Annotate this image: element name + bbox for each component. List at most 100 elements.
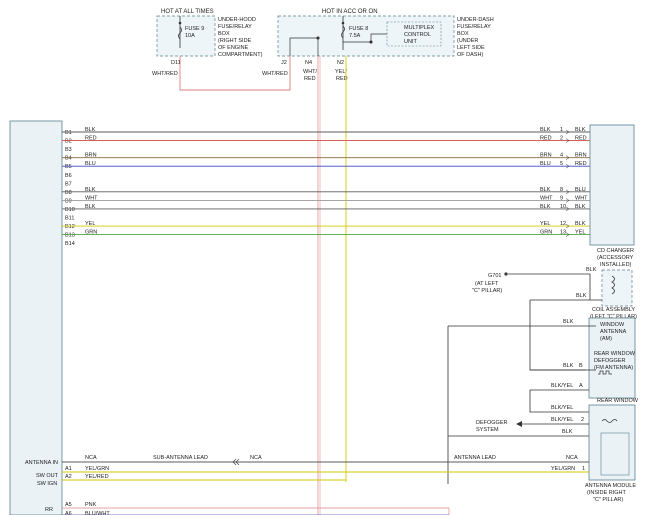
radio-pin-label: B4 — [65, 156, 72, 162]
hot-in-acc-label: HOT IN ACC OR ON — [322, 9, 378, 15]
coil-icon — [611, 275, 615, 295]
window-antenna-label: WINDOW — [600, 322, 625, 328]
cd-changer-label-2: (ACCESSORY — [597, 255, 634, 261]
radio-wire-color: RED — [85, 136, 97, 142]
ground-location: (AT LEFT — [475, 281, 499, 287]
svg-text:(RIGHT SIDE: (RIGHT SIDE — [218, 38, 252, 44]
radio-wire-color: YEL — [85, 221, 95, 227]
radio-pin-label: B14 — [65, 241, 75, 247]
pin-a1: A1 — [65, 466, 72, 472]
cd-side-color: RED — [575, 136, 587, 142]
cd-side-color: BLK — [575, 204, 586, 210]
module-wire-blk-label: BLK — [562, 429, 573, 435]
cd-side-color: BLK — [575, 127, 586, 133]
cd-side-color: BLK — [575, 221, 586, 227]
cd-side-color: BLU — [575, 187, 586, 193]
underhood-fuse-box — [156, 15, 216, 57]
rear-window-wiring — [447, 325, 596, 484]
underdash-internal-wiring — [289, 33, 387, 56]
nca-label-1: NCA — [85, 455, 97, 461]
radio-unit-box — [9, 120, 63, 515]
svg-text:COMPARTMENT): COMPARTMENT) — [218, 52, 263, 58]
sw-out-label: SW OUT — [36, 473, 59, 479]
cd-wire-color: BLK — [540, 187, 551, 193]
radio-pin-label: B11 — [65, 216, 74, 222]
cd-wire-color: WHT — [540, 195, 553, 201]
cd-side-color: BRN — [575, 153, 587, 159]
cd-pin-number: 1 — [560, 127, 563, 133]
window-antenna-label-2: ANTENNA — [600, 329, 627, 335]
connector-icon — [565, 155, 570, 160]
svg-text:UNDER-DASH: UNDER-DASH — [457, 17, 494, 23]
fuse-8-symbol — [341, 16, 345, 50]
wire-d11-label: WHT/RED — [152, 71, 178, 77]
underhood-box-label: UNDER-HOOD FUSE/RELAY BOX (RIGHT SIDE OF… — [218, 17, 263, 58]
bottom-wiring — [62, 461, 589, 515]
radio-wire-color: WHT — [85, 195, 98, 201]
underdash-box-label: UNDER-DASH FUSE/RELAY BOX (UNDER LEFT SI… — [457, 17, 494, 58]
cd-wire-color: BRN — [540, 153, 552, 159]
defogger-grid-icon — [598, 370, 612, 375]
rear-defogger-label-3: (FM ANTENNA) — [594, 365, 633, 371]
radio-wire-color: BLU — [85, 161, 96, 167]
coil-assembly-box — [601, 269, 633, 307]
svg-text:BOX: BOX — [457, 31, 469, 37]
fuse-9-label: FUSE 9 — [185, 26, 204, 32]
connector-icon — [565, 129, 570, 135]
radio-wire-color: BLK — [85, 187, 96, 193]
antenna-module-inner — [600, 432, 630, 476]
cd-changer-box — [589, 124, 635, 246]
connector-icon — [565, 232, 570, 237]
radio-pin-label: B13 — [65, 233, 75, 239]
wire-n4-label-2: RED — [304, 76, 316, 82]
rear-defogger-label: REAR WINDOW — [594, 351, 636, 357]
cd-pin-number: 4 — [560, 153, 563, 159]
svg-text:(UNDER: (UNDER — [457, 38, 478, 44]
antenna-module-wiring — [448, 389, 589, 437]
cd-wire-color: BLK — [540, 127, 551, 133]
cd-pin-number: 13 — [560, 230, 566, 236]
cd-wire-color: BLU — [540, 161, 551, 167]
window-antenna-label-3: (AM) — [600, 336, 612, 342]
ground-name: G701 — [488, 273, 501, 279]
multiplex-label-3: UNIT — [404, 39, 417, 45]
coil-assembly-label: COIL ASSEMBLY — [592, 307, 635, 313]
pin-a5-color: PNK — [85, 502, 97, 508]
cd-pin-number: 8 — [560, 187, 563, 193]
radio-wire-color: BRN — [85, 153, 97, 159]
wire-n2-label: YEL/ — [335, 69, 347, 75]
svg-text:LEFT SIDE: LEFT SIDE — [457, 45, 485, 51]
coil-assembly-label-2: (LEFT "C" PILLAR) — [590, 314, 637, 320]
radio-pin-label: B2 — [65, 139, 72, 145]
antenna-module-box — [588, 404, 636, 481]
defogger-system-label: DEFOGGER — [476, 420, 508, 426]
wire-n2-label-2: RED — [336, 76, 348, 82]
ground-location-2: "C" PILLAR) — [472, 288, 502, 294]
coil-wire-label: BLK — [576, 293, 587, 299]
wire-n4-label: WHT/ — [303, 69, 318, 75]
svg-text:OF DASH): OF DASH) — [457, 52, 483, 58]
rear-window-box — [588, 317, 636, 399]
radio-wire-color: BLK — [85, 127, 96, 133]
fuse-8-amp: 7.5A — [349, 33, 361, 39]
cd-pin-number: 5 — [560, 161, 563, 167]
rear-window-label: REAR WINDOW — [597, 398, 639, 404]
rr-label: RR — [45, 507, 53, 513]
antenna-module-label-2: (INSIDE RIGHT — [587, 490, 626, 496]
defogger-arrow-icon — [516, 421, 522, 427]
wire-j2-label: WHT/RED — [262, 71, 288, 77]
connector-icon — [565, 198, 570, 203]
cd-pin-number: 12 — [560, 221, 566, 227]
pin-a1-color: YEL/GRN — [85, 466, 109, 472]
cd-wire-color: BLK — [540, 204, 551, 210]
antenna-coil-icon — [601, 419, 618, 423]
rear-defogger-label-2: DEFOGGER — [594, 358, 626, 364]
cd-side-color: RED — [575, 161, 587, 167]
radio-pin-label: B10 — [65, 207, 75, 213]
terminal-n4: N4 — [305, 60, 312, 66]
pin-a5: A5 — [65, 502, 72, 508]
module-wire-blkyel-label: BLK/YEL — [551, 405, 573, 411]
antenna-in-label: ANTENNA IN — [25, 460, 58, 466]
module-pin-a: A — [579, 383, 583, 389]
module-pin1-color: YEL/GRN — [551, 466, 575, 472]
